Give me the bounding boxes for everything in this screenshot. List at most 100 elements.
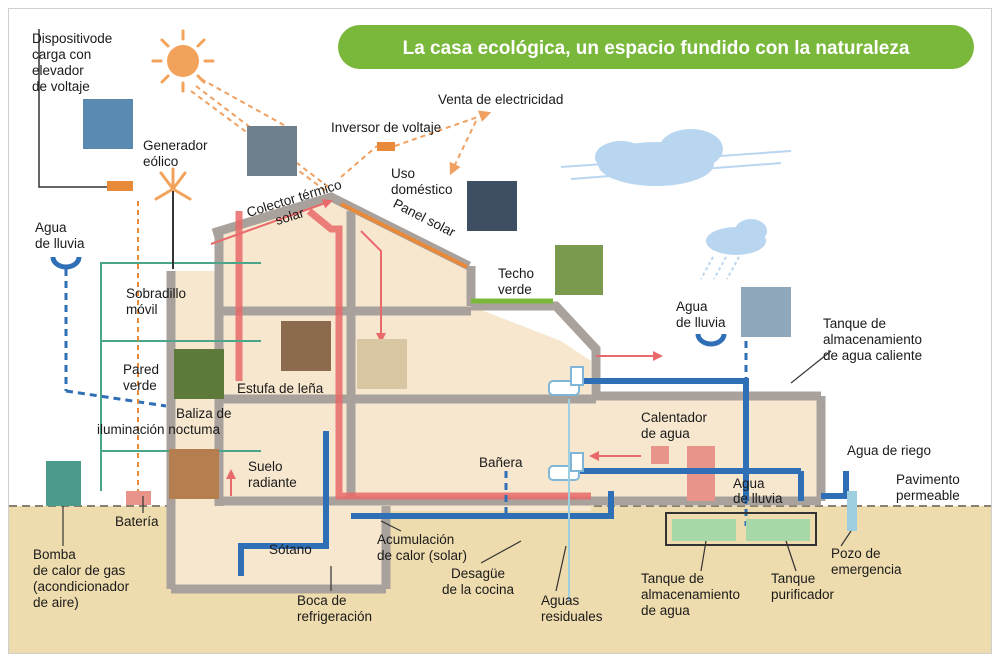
sun-icon [151,29,215,93]
title-banner [338,25,974,69]
photo-green-roof [555,245,603,295]
battery [126,491,151,505]
diagram-frame: La casa ecológica, un espacio fundido co… [8,8,992,654]
label-tanque-agua-0: Tanque de [641,571,704,586]
label-desague-0: Desagüe [451,566,505,581]
rain-gutter-left [50,256,82,270]
label-dispositivo-0: Dispositivode [32,31,112,46]
label-dispositivo-1: carga con [32,47,91,62]
label-lluvia-right-0: Agua [676,299,708,314]
rain-gutter-right [695,333,727,347]
leader-lines [62,350,852,592]
photo-floor [169,449,219,499]
label-lluvia-left-0: Agua [35,220,67,235]
label-dispositivo-3: de voltaje [32,79,90,94]
label-calentador-0: Calentador [641,410,708,425]
label-sobradillo-1: móvil [126,302,158,317]
photo-thumbnails [83,99,791,499]
label-banera: Bañera [479,455,523,470]
page-title: La casa ecológica, un espacio fundido co… [403,38,910,59]
label-uso-1: doméstico [391,182,453,197]
label-purificador-1: purificador [771,587,835,602]
label-lluvia-tank-0: Agua [733,476,765,491]
photo-interior [357,339,407,389]
label-desague-1: de la cocina [442,582,515,597]
house-walls [166,192,826,594]
storage-tank-box [665,512,817,546]
solar-panel [340,202,468,269]
label-tanque-caliente-1: almacenamiento [823,332,922,347]
label-lluvia-left-1: de lluvia [35,236,85,251]
voltage-device [107,181,133,191]
label-inversor: Inversor de voltaje [331,120,441,135]
toilet-icon [548,366,584,481]
label-tanque-agua-2: de agua [641,603,690,618]
inverter [377,142,395,151]
rain-cloud-icon [700,219,767,280]
label-estufa: Estufa de leña [237,381,324,396]
label-sotano: Sótano [269,542,312,557]
label-generador-0: Generador [143,138,208,153]
wind-icon [560,150,792,180]
label-aguas-1: residuales [541,609,603,624]
photo-stove [281,321,331,371]
photo-green-wall [174,349,224,399]
heat-pump [46,461,81,506]
label-acumulacion-0: Acumulación [377,532,454,547]
label-pavimento-1: permeable [896,488,960,503]
label-lluvia-right-1: de lluvia [676,315,726,330]
label-purificador-0: Tanque [771,571,815,586]
wind-turbine-icon [154,167,192,269]
label-baliza-1: iluminación noctuma [97,422,221,437]
photo-rain-collector [741,287,791,337]
photo-wind-turbine [83,99,133,149]
label-boca-0: Boca de [297,593,347,608]
label-suelo-1: radiante [248,475,297,490]
label-tanque-agua-1: almacenamiento [641,587,740,602]
label-sobradillo-0: Sobradillo [126,286,186,301]
label-generador-1: eólico [143,154,178,169]
label-pared-1: verde [123,378,157,393]
label-pared-0: Pared [123,362,159,377]
label-tanque-caliente-2: de agua caliente [823,348,922,363]
label-boca-1: refrigeración [297,609,372,624]
label-bateria: Batería [115,514,159,529]
label-dispositivo-2: elevador [32,63,84,78]
label-bomba-1: de calor de gas [33,563,126,578]
label-tanque-caliente-0: Tanque de [823,316,886,331]
label-uso-0: Uso [391,166,415,181]
label-bomba-0: Bomba [33,547,76,562]
label-pozo-1: emergencia [831,562,902,577]
label-techo-1: verde [498,282,532,297]
eco-house-diagram: La casa ecológica, un espacio fundido co… [9,25,991,653]
well [847,491,857,531]
label-lluvia-tank-1: de lluvia [733,491,783,506]
label-venta: Venta de electricidad [438,92,563,107]
label-suelo-0: Suelo [248,459,283,474]
label-acumulacion-1: de calor (solar) [377,548,467,563]
hot-water-pipes [235,208,591,500]
label-calentador-1: de agua [641,426,690,441]
